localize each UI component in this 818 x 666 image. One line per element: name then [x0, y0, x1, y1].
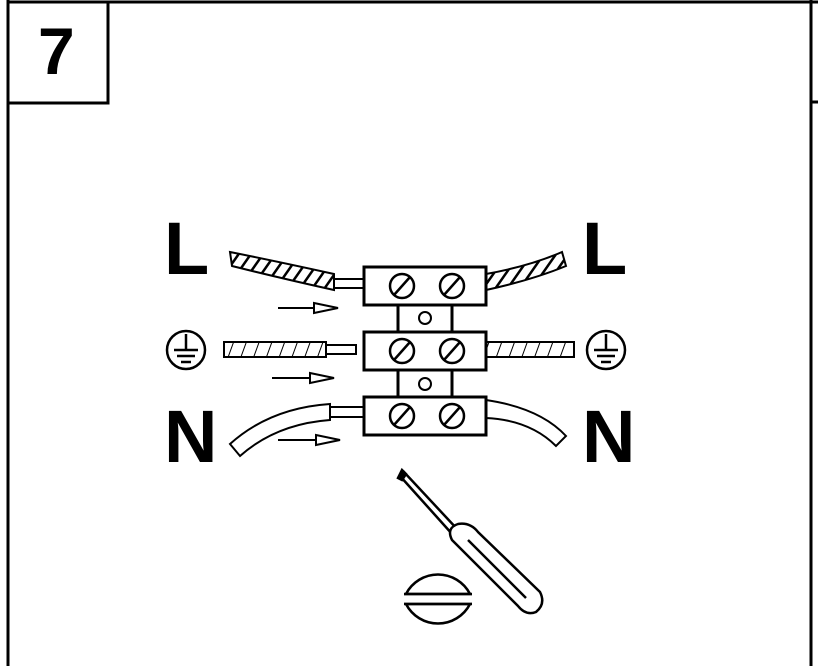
flathead-screwdriver-icon [396, 467, 544, 615]
neutral-label-right: N [582, 395, 636, 478]
terminal-line [362, 265, 488, 307]
terminal-block [362, 265, 488, 437]
line-label-left: L [164, 207, 210, 290]
panel-border [6, 0, 818, 666]
neutral-cable-right [485, 398, 568, 448]
right-arrow-icon [278, 301, 339, 315]
line-cable-right [485, 250, 568, 292]
terminal-neutral [362, 395, 488, 437]
earth-ground-icon [165, 329, 207, 371]
line-label-right: L [582, 207, 628, 290]
step-number: 7 [38, 14, 75, 88]
earth-cable-right [485, 341, 575, 358]
slotted-screw-head-icon [403, 573, 473, 625]
line-cable-left [228, 250, 335, 292]
terminal-earth [362, 330, 488, 372]
neutral-label-left: N [164, 395, 218, 478]
earth-ground-icon [585, 329, 627, 371]
earth-cable-left [223, 341, 327, 358]
neutral-conductor-left [329, 406, 367, 418]
neutral-cable-left [228, 402, 331, 458]
step-number-box [6, 0, 110, 105]
right-arrow-icon [278, 433, 341, 447]
earth-conductor-left [325, 344, 357, 355]
terminal-screws [388, 272, 466, 430]
line-conductor-left [333, 278, 365, 289]
right-arrow-icon [272, 371, 335, 385]
